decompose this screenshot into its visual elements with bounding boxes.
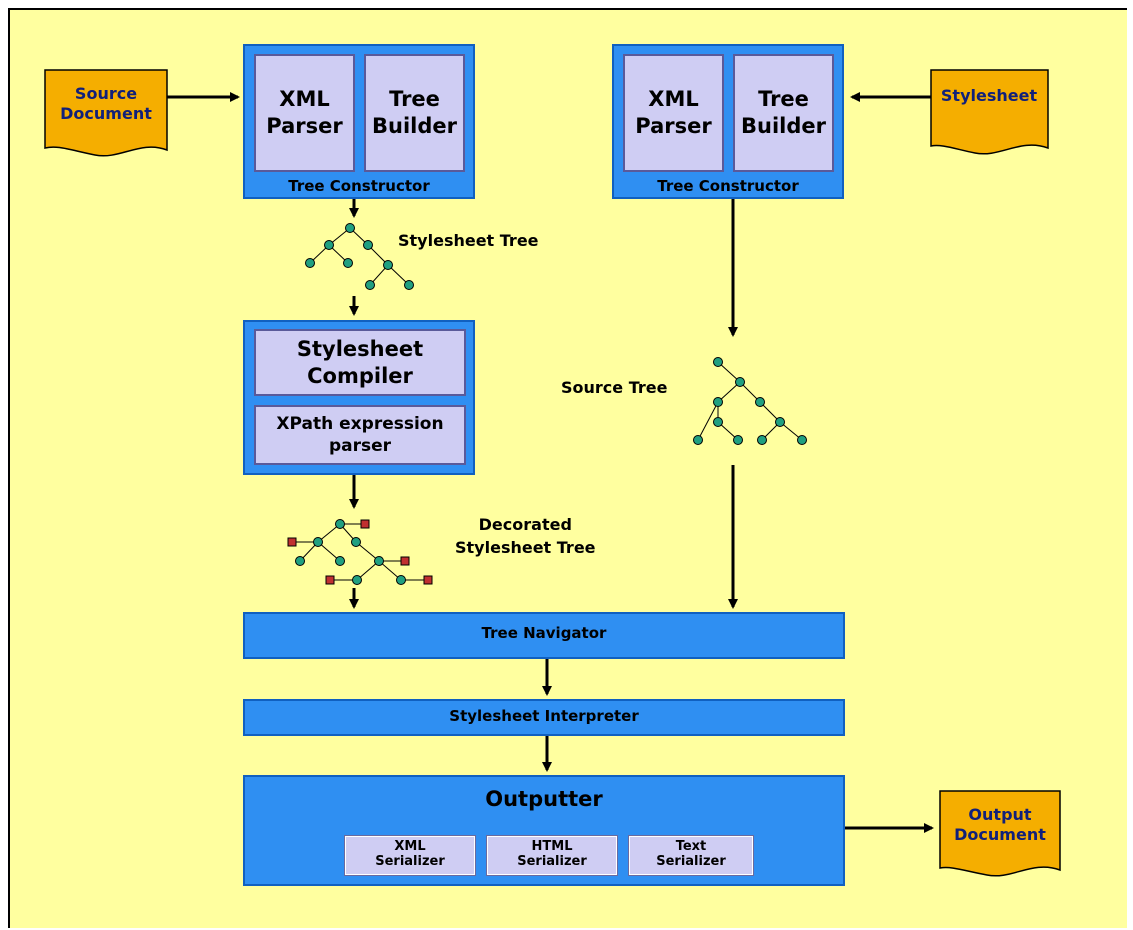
decorated-tree-line2: Stylesheet Tree [455,538,596,557]
source-tree-icon [693,357,807,445]
stylesheet-tree-label: Stylesheet Tree [398,231,539,250]
xpath-line2: parser [328,436,392,456]
output-document-line2: Document [954,825,1046,844]
right-builder-line1: Tree [758,87,809,111]
left-builder-line1: Tree [389,87,440,111]
decorated-tree-icon [287,519,433,585]
tree-navigator-box [243,612,845,659]
left-constructor-caption: Tree Constructor [288,177,430,195]
left-xml-parser: XML Parser [254,54,355,172]
source-document-line2: Document [60,104,152,123]
compiler-title-line2: Compiler [307,363,413,388]
tree-navigator-label: Tree Navigator [481,624,607,642]
left-parser-line1: XML [279,87,330,111]
left-parser-line2: Parser [266,114,343,138]
output-document-line1: Output [968,805,1032,824]
stylesheet-document-shape [930,69,1049,155]
html-serializer-line2: Serializer [517,854,587,869]
stylesheet-tree-icon [305,223,414,290]
decorated-tree-line1: Decorated [478,515,572,534]
xml-serializer-line1: XML [394,839,426,854]
output-document-shape [939,790,1061,877]
right-builder-line2: Builder [741,114,826,138]
source-tree-label: Source Tree [561,378,668,397]
outputter-title: Outputter [485,787,603,811]
text-serializer-line1: Text [675,839,707,854]
right-constructor-caption: Tree Constructor [657,177,799,195]
right-parser-line1: XML [648,87,699,111]
left-builder-line2: Builder [372,114,457,138]
stylesheet-interpreter-box [243,699,845,736]
source-document-line1: Source [74,84,138,103]
html-serializer-line1: HTML [531,839,573,854]
xpath-line1: XPath expression [276,414,444,434]
right-parser-line2: Parser [635,114,712,138]
stylesheet-document-label: Stylesheet [940,86,1038,105]
compiler-title-line1: Stylesheet [296,336,424,361]
xml-serializer-line2: Serializer [375,854,445,869]
right-xml-parser: XML Parser [623,54,724,172]
source-document-shape [44,69,168,157]
diagram-background [8,8,1127,928]
text-serializer-line2: Serializer [656,854,726,869]
stylesheet-interpreter-label: Stylesheet Interpreter [449,707,639,725]
